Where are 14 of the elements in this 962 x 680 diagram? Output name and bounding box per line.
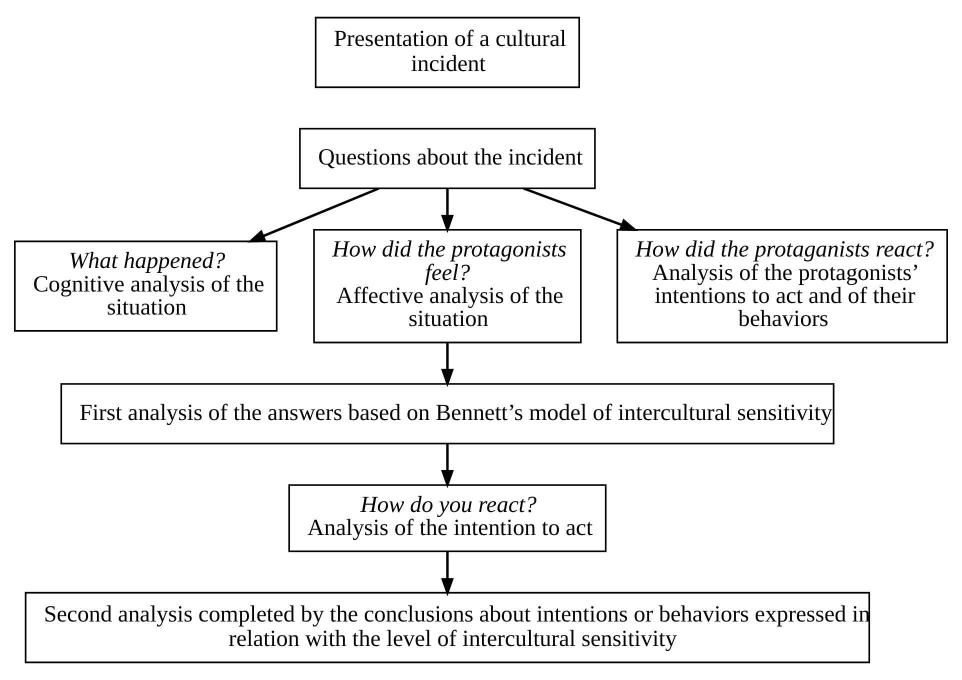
arrow (441, 188, 454, 234)
node-box: Questions about the incident (299, 128, 596, 190)
arrow (441, 342, 454, 388)
node-box: What happened? Cognitive analysis of the situation (14, 240, 278, 332)
arrow (441, 444, 454, 488)
arrow (522, 187, 638, 231)
node-box: How do you react? Analysis of the intention to act (288, 484, 607, 552)
arrow (441, 552, 454, 596)
arrow (247, 187, 380, 243)
node-box: Presentation of a cultural incident (314, 16, 580, 88)
node-box: How did the protagonists feel? Affective analysis of the situation (313, 228, 582, 344)
node-box: Second analysis completed by the conclusions about intentions or behaviors expressed in relation with the level of intercultural sensitivity (24, 592, 870, 664)
node-box: How did the protaganists react? Analysis of the protagonists’ intentions to act and of their behaviors (616, 228, 948, 344)
node-box: First analysis of the answers based on Bennett’s model of intercultural sensitivity (60, 383, 834, 444)
